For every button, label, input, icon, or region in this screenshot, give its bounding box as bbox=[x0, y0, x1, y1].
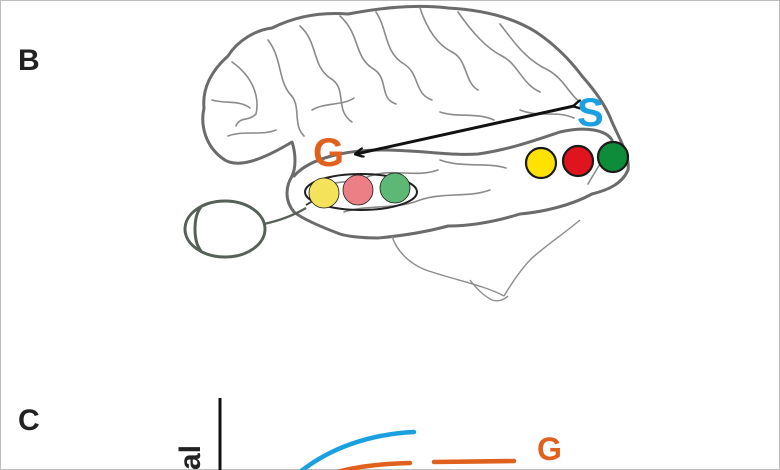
plot-g-label: G bbox=[537, 431, 562, 467]
yellow-circle-right bbox=[524, 146, 558, 180]
brainstem-outline bbox=[469, 279, 509, 302]
eye-lens bbox=[193, 206, 203, 252]
left-circles-enclosure bbox=[304, 173, 418, 211]
orange-curve bbox=[335, 460, 413, 470]
right-circles bbox=[524, 140, 630, 180]
s-label: S bbox=[577, 91, 604, 135]
pink-circle-left bbox=[342, 174, 374, 206]
panel-c-plot: al G bbox=[174, 398, 562, 470]
blue-curve bbox=[298, 429, 417, 470]
g-label: G bbox=[313, 131, 344, 175]
cerebellum-outline bbox=[391, 219, 581, 297]
brain-outline bbox=[201, 4, 630, 240]
plot-ylabel: al bbox=[174, 445, 207, 470]
double-arrow bbox=[356, 106, 574, 154]
red-circle-right bbox=[561, 144, 595, 178]
green-circle-left bbox=[379, 172, 411, 204]
panel-label-c: C bbox=[18, 404, 40, 437]
optic-nerve bbox=[263, 207, 307, 226]
yellow-circle-left bbox=[308, 177, 340, 209]
orange-curve-extension bbox=[431, 458, 517, 465]
panel-label-b: B bbox=[18, 44, 40, 77]
green-circle-right bbox=[596, 140, 630, 174]
left-circles bbox=[308, 172, 411, 209]
eyeball bbox=[183, 199, 267, 259]
